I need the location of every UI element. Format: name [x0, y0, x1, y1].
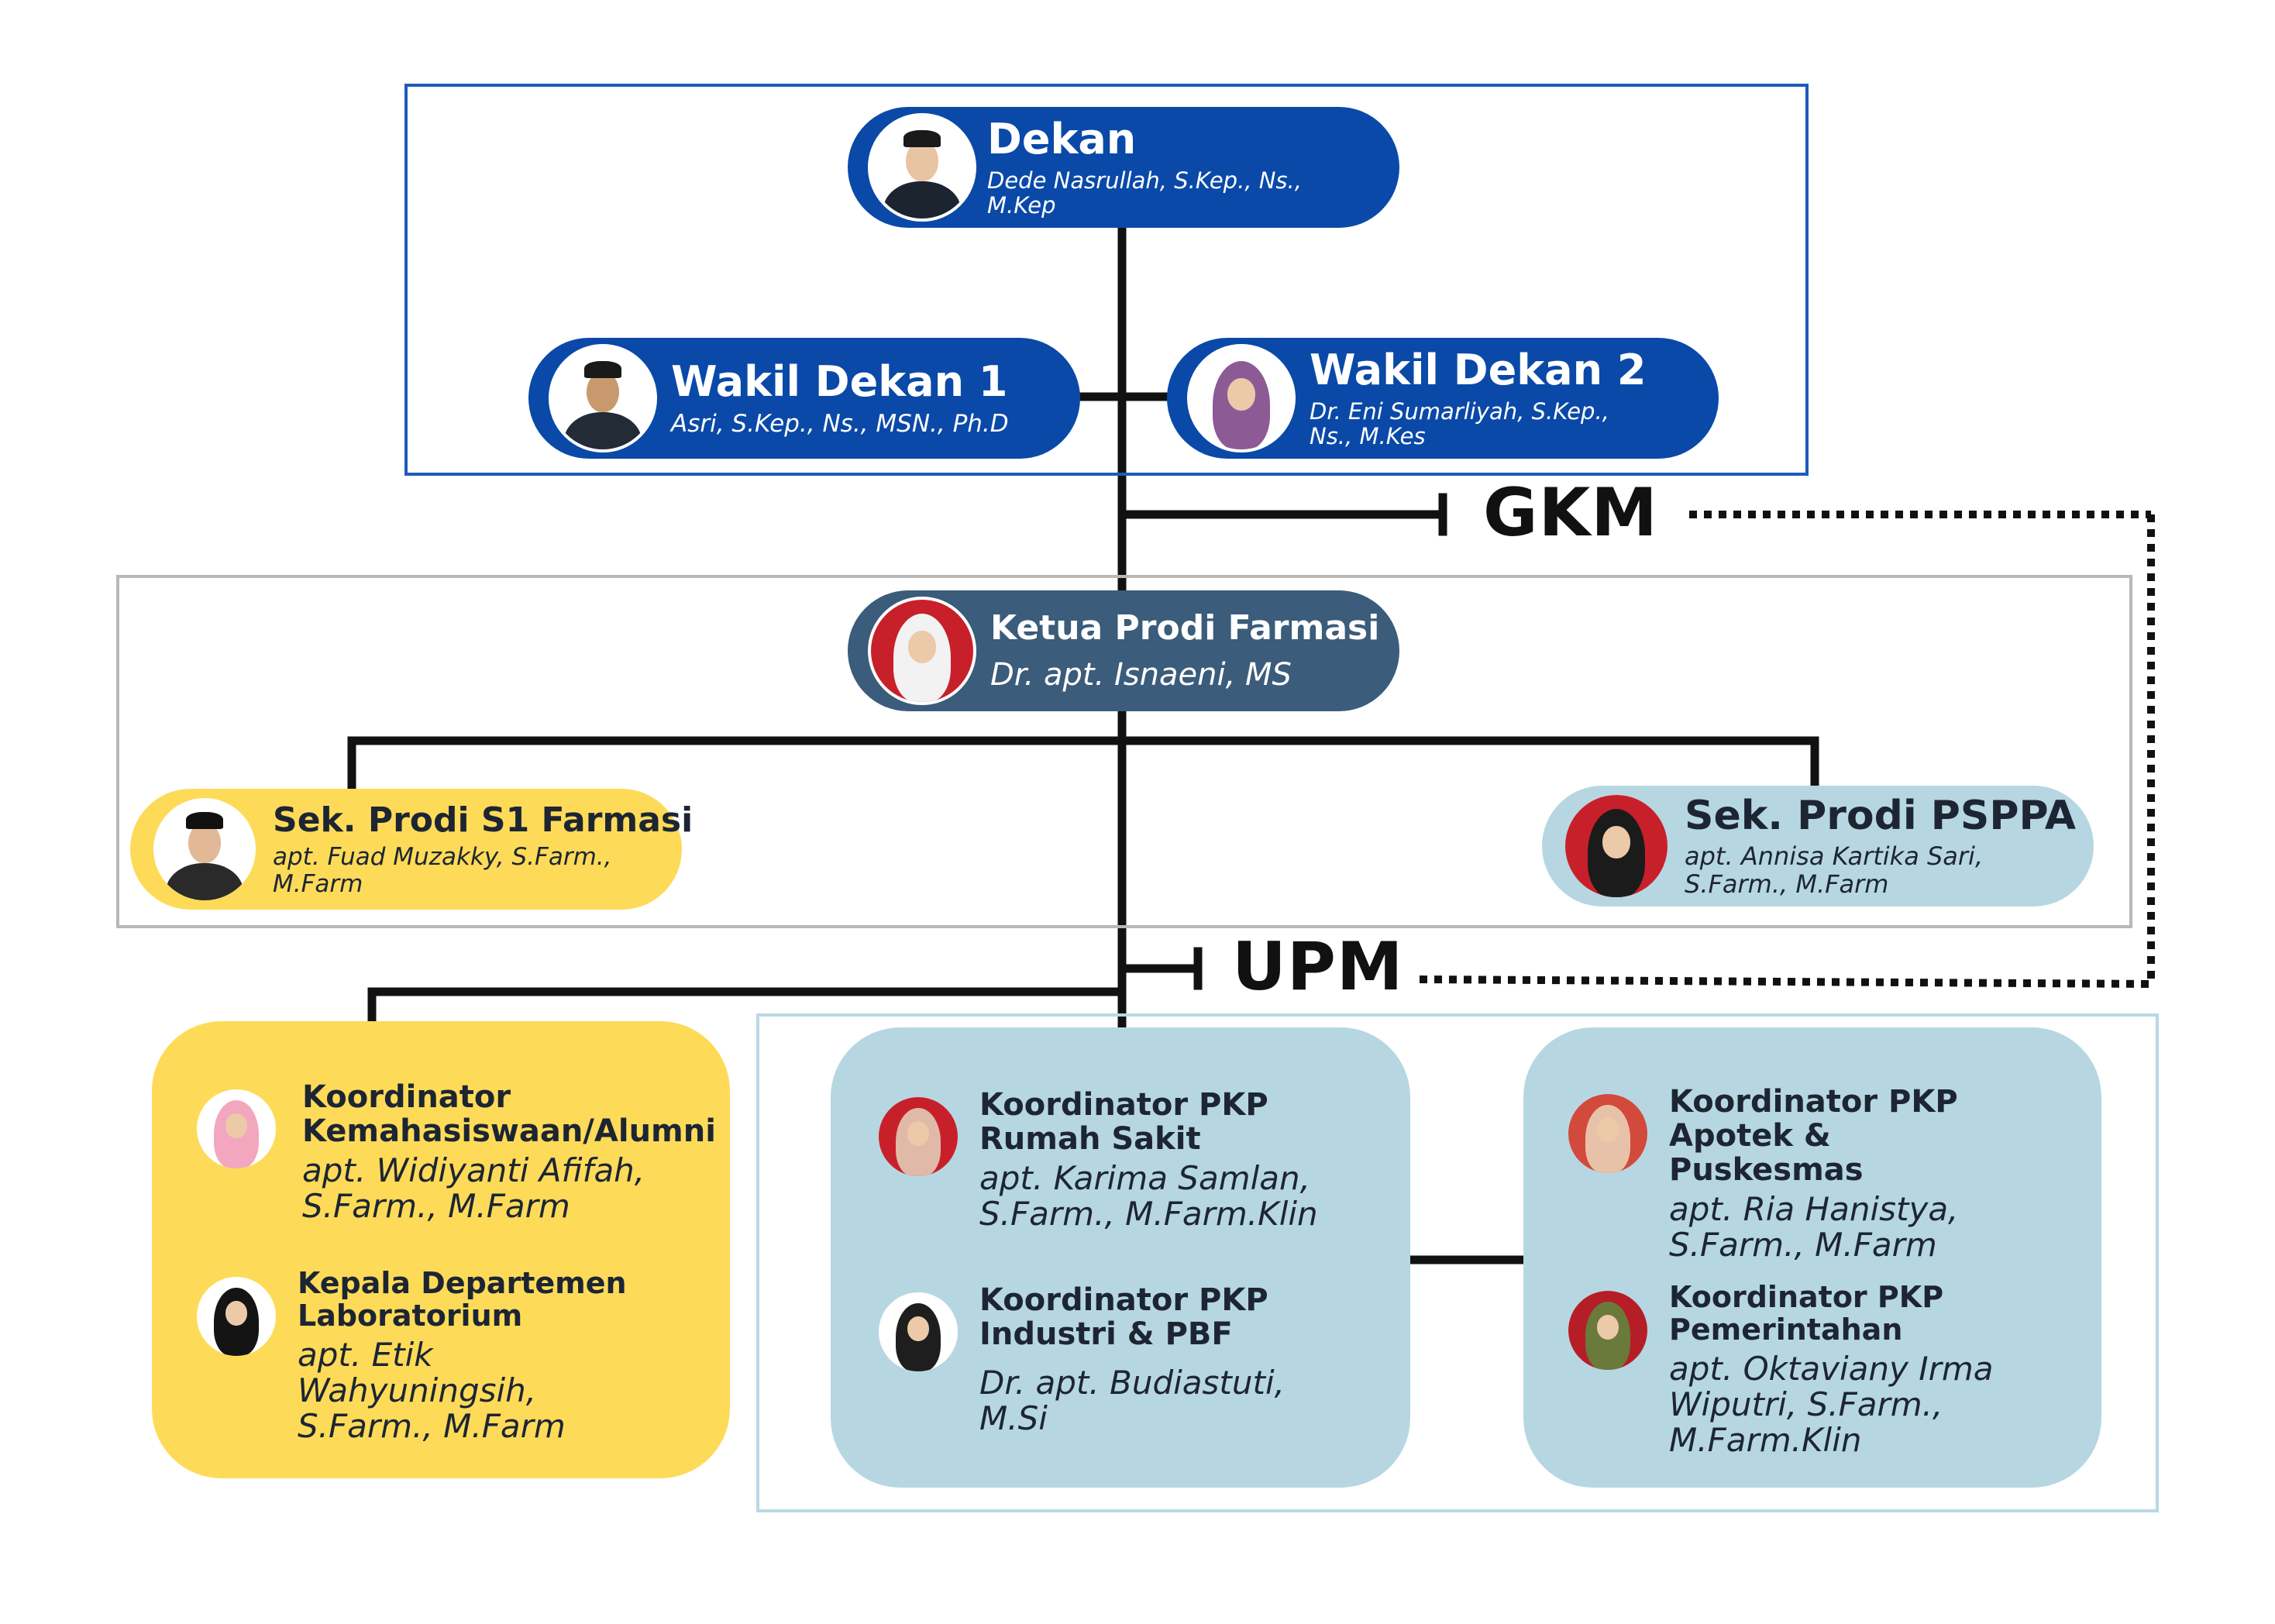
dekan-name: Dede Nasrullah, S.Kep., Ns., M.Kep — [987, 167, 1302, 219]
pkp-rs-name: apt. Karima Samlan, S.Farm., M.Farm.Klin — [979, 1159, 1318, 1233]
sek-s1-name: apt. Fuad Muzakky, S.Farm., M.Farm — [273, 842, 612, 898]
wakil-dekan-2-node: Wakil Dekan 2 Dr. Eni Sumarliyah, S.Kep.… — [1167, 338, 1719, 459]
pkp-pemerintahan-name: apt. Oktaviany Irma Wiputri, S.Farm., M.… — [1669, 1349, 1994, 1459]
wakil-dekan-2-title: Wakil Dekan 2 — [1310, 346, 1647, 395]
prodi-frame — [116, 575, 2132, 928]
kepala-lab-title: Kepala Departemen Laboratorium — [298, 1266, 627, 1333]
dekan-avatar — [868, 113, 976, 222]
sek-psppa-node: Sek. Prodi PSPPA apt. Annisa Kartika Sar… — [1542, 786, 2094, 907]
wakil-dekan-1-name: Asri, S.Kep., Ns., MSN., Ph.D — [671, 409, 1009, 438]
wakil-dekan-2-avatar — [1187, 344, 1296, 452]
sek-psppa-name: apt. Annisa Kartika Sari, S.Farm., M.Far… — [1685, 841, 1984, 900]
sek-s1-avatar — [150, 795, 259, 903]
pkp-rs-avatar — [876, 1094, 961, 1179]
pkp-frame — [756, 1013, 2159, 1512]
wakil-dekan-1-title: Wakil Dekan 1 — [671, 357, 1008, 407]
leadership-frame — [404, 84, 1809, 476]
sek-s1-node: Sek. Prodi S1 Farmasi apt. Fuad Muzakky,… — [130, 789, 693, 910]
upm-label: UPM — [1232, 928, 1404, 1006]
wakil-dekan-1-node: Wakil Dekan 1 Asri, S.Kep., Ns., MSN., P… — [528, 338, 1080, 459]
ketua-prodi-name: Dr. apt. Isnaeni, MS — [990, 657, 1292, 693]
dekan-node: Dekan Dede Nasrullah, S.Kep., Ns., M.Kep — [848, 107, 1399, 228]
ketua-prodi-title: Ketua Prodi Farmasi — [990, 607, 1380, 648]
kepala-lab-avatar — [194, 1274, 279, 1359]
upm-dotted-line — [1419, 975, 2152, 988]
sek-s1-title: Sek. Prodi S1 Farmasi — [273, 800, 694, 840]
pkp-industri-name: Dr. apt. Budiastuti, M.Si — [979, 1364, 1285, 1438]
pkp-pemerintahan-entry: Koordinator PKP Pemerintahan apt. Oktavi… — [1565, 1280, 2092, 1459]
pkp-industri-entry: Koordinator PKP Industri & PBF Dr. apt. … — [876, 1283, 1403, 1436]
pkp-rs-title: Koordinator PKP Rumah Sakit — [979, 1087, 1268, 1157]
pkp-apotek-name: apt. Ria Hanistya, S.Farm., M.Farm — [1669, 1190, 1959, 1264]
gkm-label: GKM — [1483, 474, 1658, 552]
kepala-lab-name: apt. Etik Wahyuningsih, S.Farm., M.Farm — [298, 1335, 566, 1445]
wakil-dekan-2-name: Dr. Eni Sumarliyah, S.Kep., Ns., M.Kes — [1310, 397, 1609, 450]
dekan-title: Dekan — [987, 115, 1137, 164]
koor-kemahasiswaan-entry: Koordinator Kemahasiswaan/Alumni apt. Wi… — [194, 1080, 721, 1224]
koor-kemahasiswaan-avatar — [194, 1086, 279, 1172]
pkp-pemerintahan-title: Koordinator PKP Pemerintahan — [1669, 1280, 1944, 1347]
pkp-apotek-avatar — [1565, 1091, 1650, 1176]
ketua-prodi-node: Ketua Prodi Farmasi Dr. apt. Isnaeni, MS — [848, 590, 1399, 711]
koor-kemahasiswaan-title: Koordinator Kemahasiswaan/Alumni — [302, 1079, 716, 1149]
sek-psppa-title: Sek. Prodi PSPPA — [1685, 793, 2077, 840]
sek-psppa-avatar — [1562, 792, 1671, 900]
wakil-dekan-1-avatar — [549, 344, 657, 452]
ketua-prodi-avatar — [868, 597, 976, 705]
pkp-industri-avatar — [876, 1289, 961, 1375]
koor-kemahasiswaan-name: apt. Widiyanti Afifah, S.Farm., M.Farm — [302, 1151, 645, 1226]
pkp-apotek-title: Koordinator PKP Apotek & Puskesmas — [1669, 1084, 1958, 1188]
pkp-apotek-entry: Koordinator PKP Apotek & Puskesmas apt. … — [1565, 1085, 2092, 1263]
pkp-industri-title: Koordinator PKP Industri & PBF — [979, 1282, 1268, 1352]
kepala-lab-entry: Kepala Departemen Laboratorium apt. Etik… — [194, 1266, 721, 1445]
pkp-pemerintahan-avatar — [1565, 1288, 1650, 1373]
pkp-rs-entry: Koordinator PKP Rumah Sakit apt. Karima … — [876, 1088, 1403, 1232]
